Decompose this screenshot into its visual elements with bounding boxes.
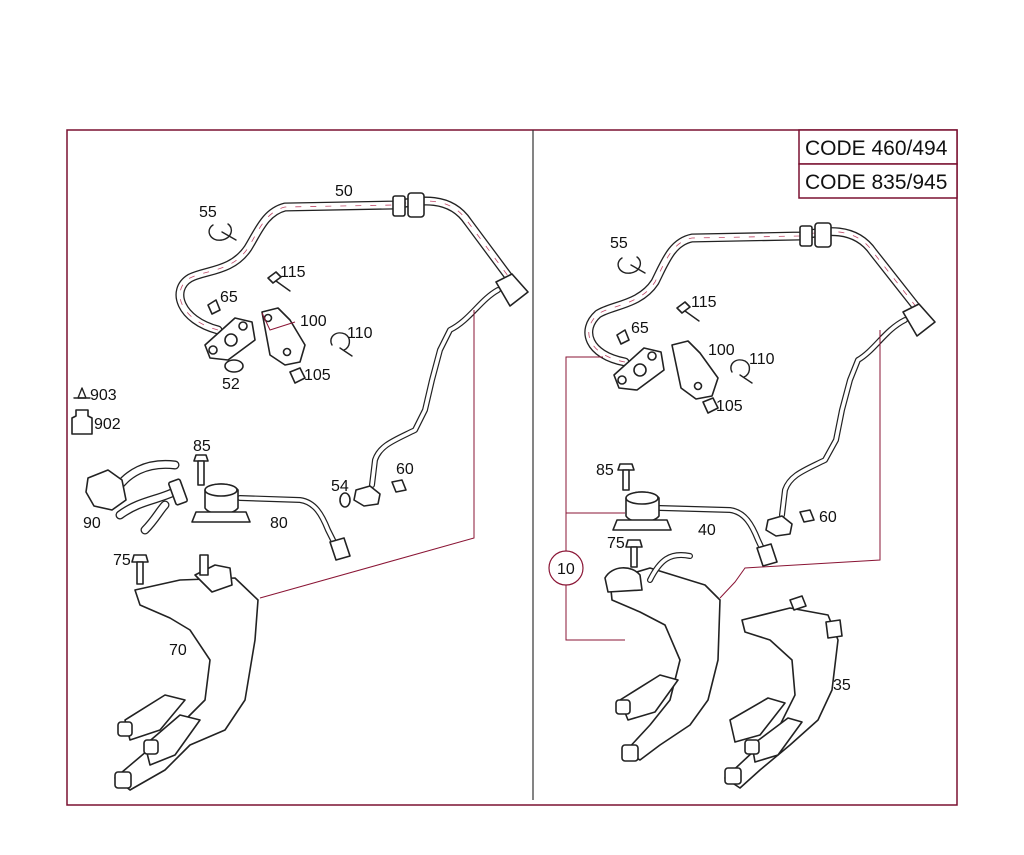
label-115-right: 115 <box>691 294 717 311</box>
code-box-1 <box>798 129 958 165</box>
label-110: 110 <box>347 325 373 342</box>
tool-903-902 <box>71 387 93 435</box>
label-105-right: 105 <box>716 398 743 415</box>
label-35: 35 <box>833 677 851 694</box>
left-labels: 50 55 115 65 100 110 52 105 903 902 85 9… <box>83 183 414 659</box>
bracket-100 <box>261 307 306 366</box>
label-54: 54 <box>331 478 349 495</box>
o-ring-54 <box>339 492 351 508</box>
clip-110-right <box>730 359 751 378</box>
label-55-right: 55 <box>610 235 628 252</box>
label-110-right: 110 <box>749 351 775 368</box>
label-902: 902 <box>94 416 121 433</box>
bolt-75-right <box>625 539 643 568</box>
bolt-85-right <box>617 463 635 491</box>
bolt-115 <box>267 271 291 292</box>
o-ring-52 <box>224 359 244 373</box>
code-label-1: CODE 460/494 <box>805 137 948 160</box>
label-80: 80 <box>270 515 288 532</box>
bolt-85 <box>193 454 209 486</box>
right-panel <box>548 222 936 789</box>
connector-60-right <box>765 515 793 537</box>
label-85-right: 85 <box>596 462 614 479</box>
label-115: 115 <box>280 264 306 281</box>
label-10: 10 <box>557 561 575 578</box>
code-box-group: CODE 460/494 CODE 835/945 <box>798 129 958 199</box>
label-100-right: 100 <box>708 342 735 359</box>
label-100: 100 <box>300 313 327 330</box>
label-75-right: 75 <box>607 535 625 552</box>
bracket-100-right <box>671 340 719 400</box>
label-52: 52 <box>222 376 240 393</box>
pipe-80 <box>191 483 351 561</box>
clip-55-right <box>617 256 642 274</box>
label-75: 75 <box>113 552 131 569</box>
label-50: 50 <box>335 183 353 200</box>
bolt-115-right <box>676 301 700 322</box>
code-label-2: CODE 835/945 <box>805 171 947 194</box>
label-55: 55 <box>199 204 217 221</box>
left-panel <box>71 192 529 791</box>
connector-60-left <box>353 485 381 507</box>
flange-65 <box>204 299 256 361</box>
label-60-right: 60 <box>819 509 837 526</box>
manifold-70 <box>114 554 259 791</box>
diagram-frame <box>66 129 958 806</box>
label-903: 903 <box>90 387 117 404</box>
leader-10 <box>565 356 625 641</box>
label-60: 60 <box>396 461 414 478</box>
callout-10-circle <box>548 550 584 586</box>
clip-110 <box>330 332 351 351</box>
hose-50 <box>175 192 529 488</box>
valve-90 <box>85 459 188 535</box>
label-90: 90 <box>83 515 101 532</box>
label-40: 40 <box>698 522 716 539</box>
right-labels: 55 115 65 100 110 105 85 60 40 75 10 35 <box>557 235 851 694</box>
leader-right <box>719 330 881 599</box>
manifold-right-1 <box>604 552 721 762</box>
label-65: 65 <box>220 289 238 306</box>
label-65-right: 65 <box>631 320 649 337</box>
label-85: 85 <box>193 438 211 455</box>
bolt-105-right <box>702 397 719 414</box>
flange-65-right <box>613 329 665 391</box>
label-105: 105 <box>304 367 331 384</box>
pipe-40 <box>612 491 778 567</box>
bolt-105 <box>289 367 306 384</box>
hose-upper-right <box>584 222 936 518</box>
label-70: 70 <box>169 642 187 659</box>
code-box-2 <box>798 163 958 199</box>
bolt-75 <box>131 554 149 585</box>
manifold-35 <box>724 595 843 789</box>
leader-left <box>259 310 475 599</box>
clip-55 <box>208 223 233 241</box>
